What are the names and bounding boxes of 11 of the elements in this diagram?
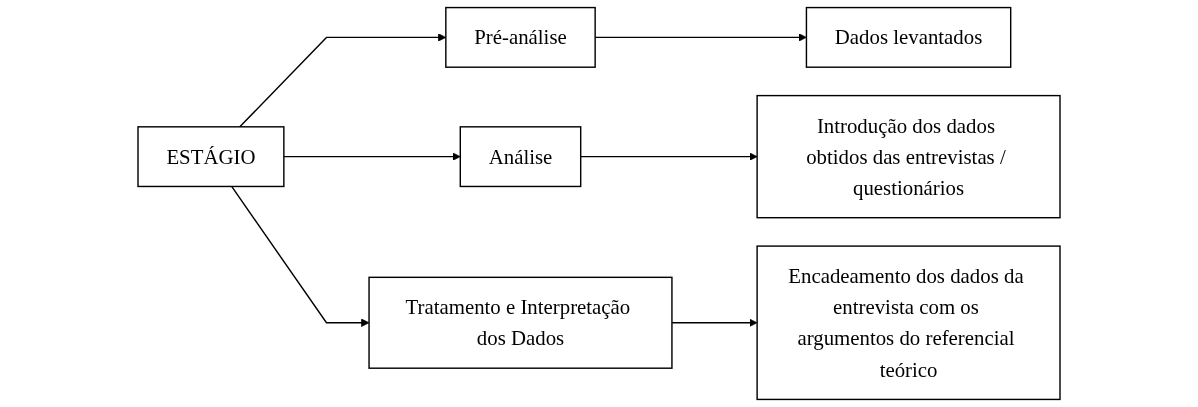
- node-box: Introdução dos dados obtidos das entrevistas / questionários: [756, 94, 1061, 219]
- node-box: ESTÁGIO: [137, 126, 285, 188]
- arrow: [283, 152, 461, 161]
- arrow: [671, 318, 758, 327]
- arrow: [580, 152, 758, 161]
- node-box: Análise: [459, 126, 582, 188]
- node-box: Dados levantados: [805, 6, 1012, 68]
- node-box: Pré-análise: [445, 6, 596, 68]
- node-box: Encadeamento dos dados da entrevista com os argumentos do referencial teórico: [756, 245, 1061, 401]
- arrow: [230, 185, 370, 327]
- node-box: Tratamento e Interpretação dos Dados: [368, 276, 673, 369]
